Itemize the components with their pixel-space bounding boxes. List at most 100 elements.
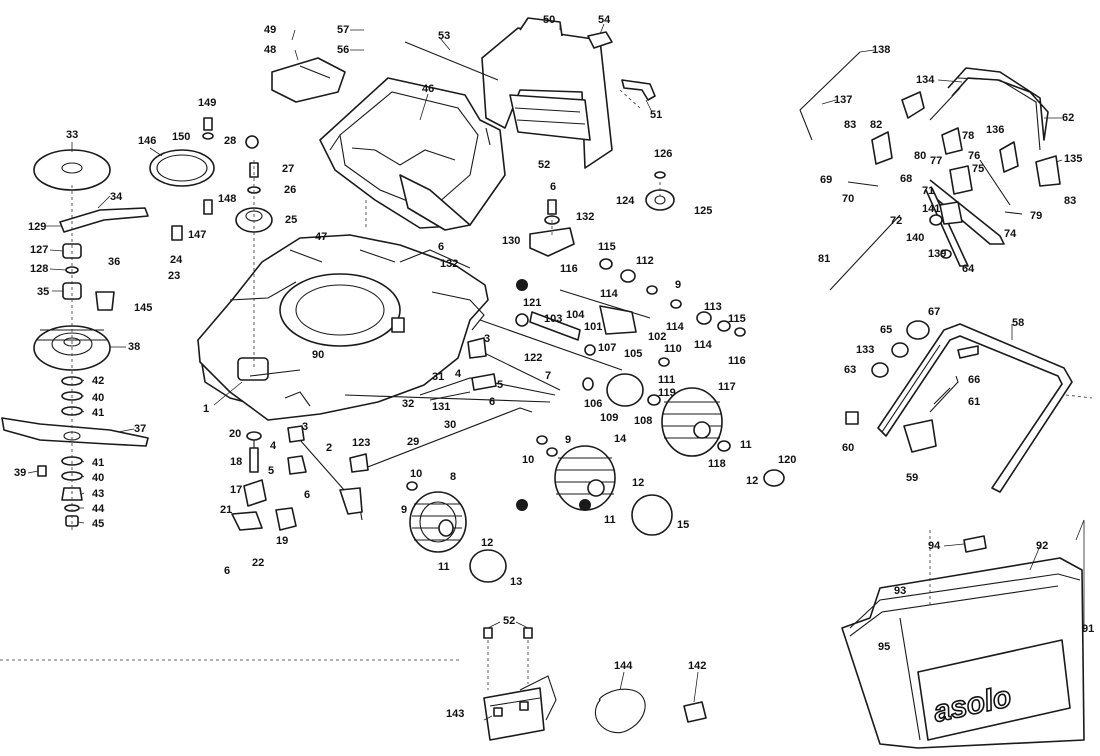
callout-149: 149 (198, 97, 216, 109)
callout-30: 30 (444, 419, 456, 431)
callout-9b: 9 (565, 434, 571, 446)
callout-56: 56 (337, 44, 349, 56)
callout-108: 108 (634, 415, 652, 427)
callout-24: 24 (170, 254, 183, 266)
nut (940, 249, 952, 259)
callout-117: 117 (718, 381, 736, 393)
callout-5b: 5 (497, 379, 503, 391)
screw (483, 627, 493, 639)
callout-13: 13 (510, 576, 522, 588)
knob (941, 127, 963, 155)
callout-36: 36 (108, 256, 120, 268)
knob (891, 342, 909, 358)
callout-126: 126 (654, 148, 672, 160)
callout-78: 78 (962, 130, 974, 142)
washer (202, 132, 214, 140)
callout-130: 130 (502, 235, 520, 247)
callout-110: 110 (664, 343, 682, 355)
callout-143: 143 (446, 708, 464, 720)
callout-122: 122 (524, 352, 542, 364)
knob (906, 320, 930, 340)
callout-74: 74 (1004, 228, 1017, 240)
rear-wheel (661, 387, 723, 457)
screw (547, 199, 557, 215)
callout-138: 138 (872, 44, 890, 56)
callout-114: 114 (600, 288, 619, 300)
lever (871, 131, 893, 165)
callout-6e: 6 (550, 181, 556, 193)
callout-9: 9 (401, 504, 407, 516)
callout-12c: 12 (746, 475, 758, 487)
clamp (999, 141, 1019, 173)
callout-44: 44 (92, 503, 105, 515)
callout-116: 116 (560, 263, 578, 275)
callout-39: 39 (14, 467, 26, 479)
callout-83b: 83 (1064, 195, 1076, 207)
callout-67: 67 (928, 306, 940, 318)
callout-114c: 114 (694, 339, 713, 351)
spring (929, 375, 959, 413)
callout-104: 104 (566, 309, 585, 321)
callout-10: 10 (410, 468, 422, 480)
callout-9c: 9 (675, 279, 681, 291)
bolt (847, 181, 879, 187)
callout-7: 7 (545, 370, 551, 382)
callout-1: 1 (203, 403, 209, 415)
callout-124: 124 (616, 195, 635, 207)
clamp (1035, 155, 1061, 187)
callout-5: 5 (268, 465, 274, 477)
callout-137: 137 (834, 94, 852, 106)
callout-49: 49 (264, 24, 276, 36)
callout-18: 18 (230, 456, 242, 468)
callout-6c: 6 (489, 396, 495, 408)
marker-dot (516, 499, 528, 511)
callout-32: 32 (402, 398, 414, 410)
chute-frame (481, 17, 613, 169)
callout-76: 76 (968, 150, 980, 162)
callout-93: 93 (894, 585, 906, 597)
callout-128: 128 (30, 263, 48, 275)
callout-121: 121 (523, 297, 541, 309)
callout-141: 141 (922, 203, 940, 215)
callout-31: 31 (432, 371, 444, 383)
bracket (529, 227, 575, 257)
hub-cap (631, 494, 673, 536)
callout-132b: 132 (440, 258, 458, 270)
callout-12b: 12 (632, 477, 644, 489)
callout-83: 83 (844, 119, 856, 131)
grass-catcher: asolo (841, 535, 1085, 749)
nut (929, 214, 943, 226)
callout-10b: 10 (522, 454, 534, 466)
callout-3: 3 (302, 421, 308, 433)
cable-loop (594, 688, 646, 734)
callout-3b: 3 (484, 333, 490, 345)
axle-washers (406, 258, 746, 491)
callout-11c: 11 (740, 439, 752, 451)
callout-19: 19 (276, 535, 288, 547)
marker-dot (516, 279, 528, 291)
upper-handle (925, 67, 1049, 267)
callout-95: 95 (878, 641, 890, 653)
callout-29: 29 (407, 436, 419, 448)
callout-6: 6 (304, 489, 310, 501)
callout-45: 45 (92, 518, 104, 530)
callout-150: 150 (172, 131, 190, 143)
lower-handle (877, 323, 1073, 493)
lever (901, 91, 925, 119)
pulley-small (645, 189, 675, 211)
callout-109: 109 (600, 412, 618, 424)
callout-50: 50 (543, 14, 555, 26)
callout-52b: 52 (503, 615, 515, 627)
callout-69: 69 (820, 174, 832, 186)
guide-lines (0, 89, 1093, 661)
callout-102: 102 (648, 331, 666, 343)
front-wheel (409, 491, 467, 553)
callout-70: 70 (842, 193, 854, 205)
cap (245, 135, 259, 149)
callout-72: 72 (890, 215, 902, 227)
callout-66: 66 (968, 374, 980, 386)
upper-housing (319, 77, 506, 231)
callout-11: 11 (438, 561, 450, 573)
callout-11b: 11 (604, 514, 616, 526)
callout-146: 146 (138, 135, 156, 147)
